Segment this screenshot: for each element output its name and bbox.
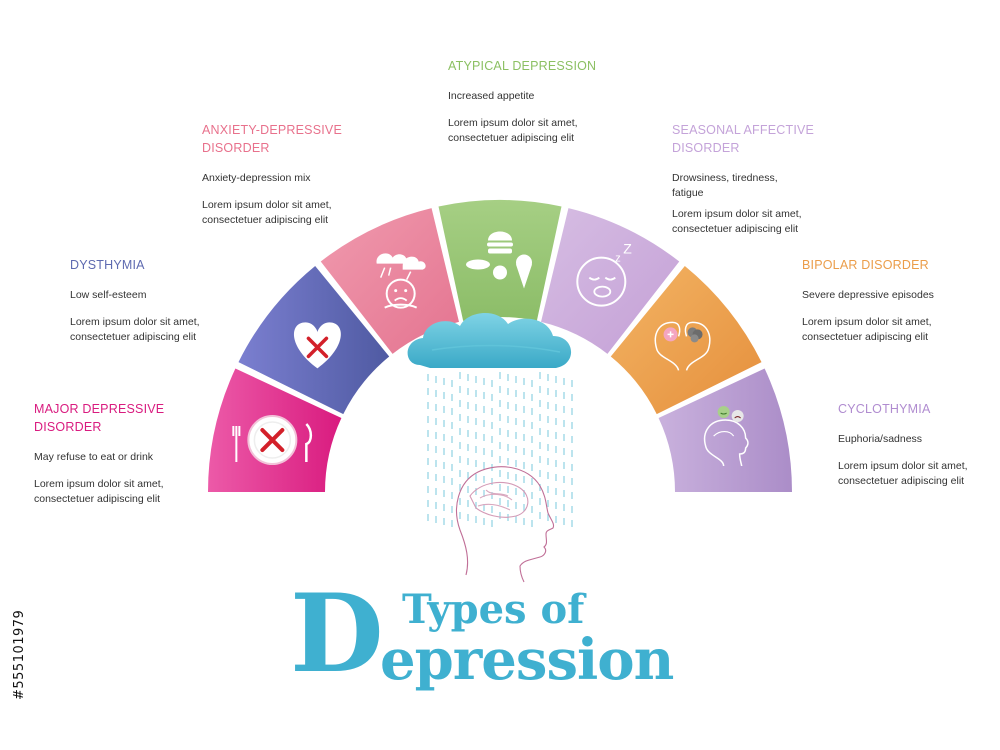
- head-outline-icon: [456, 466, 555, 583]
- label-description: Lorem ipsum dolor sit amet,consectetuer …: [448, 117, 578, 144]
- label-description: Lorem ipsum dolor sit amet,consectetuer …: [70, 316, 200, 343]
- label-description: Lorem ipsum dolor sit amet,consectetuer …: [672, 208, 802, 235]
- arc-icons: z Z: [232, 231, 749, 467]
- sleepy-face-icon: z Z: [576, 241, 632, 307]
- label-title: DYSTHYMIA: [70, 258, 145, 272]
- label-symptom: Low self-esteem: [70, 289, 147, 301]
- title-epression: epression: [380, 627, 674, 693]
- label-description: Lorem ipsum dolor sit amet,consectetuer …: [802, 316, 932, 343]
- two-heads-icon: [654, 321, 711, 371]
- segment-seasonal: [541, 208, 680, 354]
- segment-cyclothymia: [658, 368, 792, 492]
- label-atypical: ATYPICAL DEPRESSION Increased appetite L…: [448, 57, 623, 146]
- label-title: ATYPICAL DEPRESSION: [448, 59, 597, 73]
- title-big-d: D: [290, 571, 384, 697]
- head-mood-icon: [703, 406, 749, 467]
- label-symptom: Euphoria/sadness: [838, 433, 923, 445]
- label-symptom: Increased appetite: [448, 90, 535, 102]
- label-description: Lorem ipsum dolor sit amet,consectetuer …: [202, 199, 332, 226]
- title-types-of: Types of: [402, 586, 585, 633]
- segment-atypical: [438, 199, 562, 321]
- plate-cross-icon: [232, 415, 313, 466]
- stock-id: #555101979: [12, 609, 27, 700]
- label-title: BIPOLAR DISORDER: [802, 258, 929, 272]
- label-description: Lorem ipsum dolor sit amet,consectetuer …: [34, 478, 164, 505]
- label-symptom: Anxiety-depression mix: [202, 172, 311, 184]
- label-cyclothymia: CYCLOTHYMIA Euphoria/sadness Lorem ipsum…: [838, 400, 1000, 489]
- storm-sad-face-icon: [376, 253, 426, 309]
- arc-segments: [208, 199, 792, 492]
- label-symptom: Drowsiness, tiredness,fatigue: [672, 172, 778, 199]
- rain-cloud-icon: [407, 312, 573, 527]
- svg-text:z: z: [615, 253, 621, 265]
- label-dysthymia: DYSTHYMIA Low self-esteem Lorem ipsum do…: [70, 256, 245, 345]
- svg-text:Z: Z: [623, 241, 632, 257]
- label-bipolar: BIPOLAR DISORDER Severe depressive episo…: [802, 256, 977, 345]
- segment-bipolar: [610, 265, 762, 415]
- segment-anxiety: [320, 208, 459, 354]
- label-symptom: May refuse to eat or drink: [34, 451, 154, 463]
- label-title: CYCLOTHYMIA: [838, 402, 931, 416]
- heart-cross-icon: [293, 322, 341, 369]
- food-icon: [466, 231, 532, 289]
- label-symptom: Severe depressive episodes: [802, 289, 934, 301]
- label-description: Lorem ipsum dolor sit amet,consectetuer …: [838, 460, 968, 487]
